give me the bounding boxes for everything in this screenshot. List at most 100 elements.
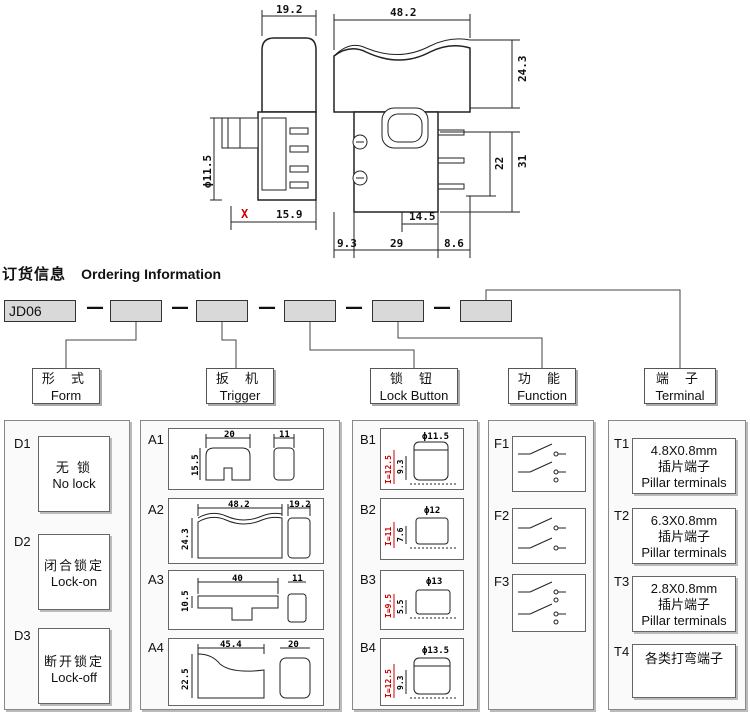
category-lock-en: Lock Button <box>379 388 449 403</box>
trigger-a4-code: A4 <box>148 640 164 655</box>
terminal-t2-line3: Pillar terminals <box>641 545 727 560</box>
trigger-a3-w: 40 <box>232 574 243 584</box>
category-terminal-cn: 端 子 <box>655 372 705 387</box>
lock-b4-code: B4 <box>360 640 376 655</box>
terminal-t3-card[interactable]: 2.8X0.8mm 插片端子 Pillar terminals <box>632 576 736 632</box>
form-d2-card[interactable]: 闭合锁定 Lock-on <box>38 534 110 610</box>
category-terminal-en: Terminal <box>655 388 705 403</box>
function-f2-diagram[interactable] <box>512 508 586 564</box>
lock-b2-h2: 7.6 <box>396 527 405 542</box>
function-f1-diagram[interactable] <box>512 436 586 492</box>
terminal-t3-line1: 2.8X0.8mm <box>650 581 718 596</box>
dim-8-6: 8.6 <box>444 237 464 250</box>
heading-en: Ordering Information <box>81 266 222 282</box>
terminal-t2-line2: 插片端子 <box>657 529 710 544</box>
lock-b1-h1: I=12.5 <box>384 455 393 484</box>
category-trigger: 扳 机 Trigger <box>206 368 274 404</box>
dim-29: 29 <box>390 237 403 250</box>
category-form: 形 式 Form <box>32 368 100 404</box>
code-dash-4: — <box>345 297 363 318</box>
terminal-t2-code: T2 <box>614 508 630 523</box>
function-f3-diagram[interactable] <box>512 574 586 632</box>
code-slot-terminal <box>460 300 512 322</box>
heading-cn: 订货信息 <box>2 265 67 283</box>
lock-b1-h2: 9.3 <box>396 459 405 474</box>
code-slot-trigger <box>196 300 248 322</box>
trigger-a1-h: 15.5 <box>191 454 201 476</box>
form-d3-card[interactable]: 断开锁定 Lock-off <box>38 628 110 704</box>
terminal-t4-card[interactable]: 各类打弯端子 <box>632 644 736 698</box>
ordering-heading: 订货信息 Ordering Information <box>2 263 221 284</box>
trigger-a1-w: 20 <box>224 430 235 440</box>
lock-b1-code: B1 <box>360 432 376 447</box>
lock-b3-code: B3 <box>360 572 376 587</box>
form-d2-code: D2 <box>14 534 31 549</box>
form-d2-cn: 闭合锁定 <box>43 559 104 574</box>
lock-b3-h2: 5.5 <box>396 599 405 614</box>
terminal-t4-code: T4 <box>614 644 630 659</box>
trigger-a4-h: 22.5 <box>181 668 191 690</box>
form-d1-en: No lock <box>52 476 96 491</box>
terminal-t3-code: T3 <box>614 574 630 589</box>
category-trigger-cn: 扳 机 <box>215 372 265 387</box>
trigger-a1-code: A1 <box>148 432 164 447</box>
model-code-box: JD06 <box>4 300 76 322</box>
dim-22: 22 <box>493 157 506 170</box>
trigger-a4-drawing[interactable]: 45.4 20 22.5 <box>168 638 324 706</box>
trigger-a1-w2: 11 <box>279 430 290 440</box>
lock-b3-d: ϕ13 <box>426 577 442 587</box>
lock-b1-drawing[interactable]: ϕ11.5 I=12.5 9.3 <box>380 428 464 490</box>
category-terminal: 端 子 Terminal <box>644 368 716 404</box>
terminal-t1-line1: 4.8X0.8mm <box>650 443 718 458</box>
form-d3-en: Lock-off <box>50 670 97 685</box>
function-f1-code: F1 <box>494 436 510 451</box>
code-slot-lock <box>284 300 336 322</box>
dim-14-5: 14.5 <box>409 210 436 223</box>
code-slot-form <box>110 300 162 322</box>
terminal-t1-code: T1 <box>614 436 630 451</box>
code-dash-1: — <box>86 297 104 318</box>
lock-b4-drawing[interactable]: ϕ13.5 I=12.5 9.3 <box>380 638 464 706</box>
code-dash-5: — <box>433 297 451 318</box>
trigger-a4-w: 45.4 <box>220 640 242 650</box>
lock-b4-h1: I=12.5 <box>384 669 393 698</box>
category-lock-button: 锁 钮 Lock Button <box>370 368 458 404</box>
form-d3-cn: 断开锁定 <box>43 655 104 670</box>
lock-b3-drawing[interactable]: ϕ13 I=9.5 5.5 <box>380 570 464 630</box>
form-d1-cn: 无 锁 <box>55 461 93 476</box>
trigger-a1-drawing[interactable]: 20 11 15.5 <box>168 428 324 490</box>
form-d1-card[interactable]: 无 锁 No lock <box>38 436 110 512</box>
function-f3-code: F3 <box>494 574 510 589</box>
terminal-t2-card[interactable]: 6.3X0.8mm 插片端子 Pillar terminals <box>632 508 736 564</box>
dim-diam-11-5: ϕ11.5 <box>201 155 214 188</box>
category-trigger-en: Trigger <box>219 388 261 403</box>
terminal-t3-line2: 插片端子 <box>657 597 710 612</box>
trigger-a2-drawing[interactable]: 48.2 19.2 24.3 <box>168 498 324 564</box>
trigger-a2-h: 24.3 <box>181 528 191 550</box>
lock-b1-d: ϕ11.5 <box>422 432 449 442</box>
dim-48-2: 48.2 <box>390 6 417 19</box>
form-d2-en: Lock-on <box>50 574 98 589</box>
form-d1-code: D1 <box>14 436 31 451</box>
category-form-cn: 形 式 <box>41 372 91 387</box>
terminal-t1-card[interactable]: 4.8X0.8mm 插片端子 Pillar terminals <box>632 438 736 494</box>
lock-b4-d: ϕ13.5 <box>422 646 449 656</box>
dim-19-2: 19.2 <box>276 3 303 16</box>
code-dash-3: — <box>258 297 276 318</box>
code-slot-function <box>372 300 424 322</box>
trigger-a2-w: 48.2 <box>228 500 250 510</box>
switch-technical-drawing: 19.2 48.2 24.3 31 22 ϕ11.5 15.9 14.5 9.3… <box>201 3 529 258</box>
form-d3-code: D3 <box>14 628 31 643</box>
trigger-a3-drawing[interactable]: 40 11 10.5 <box>168 570 324 630</box>
category-lock-cn: 锁 钮 <box>389 372 439 387</box>
trigger-a3-code: A3 <box>148 572 164 587</box>
lock-b3-h1: I=9.5 <box>384 594 393 618</box>
trigger-a2-code: A2 <box>148 502 164 517</box>
lock-b2-drawing[interactable]: ϕ12 I=11 7.6 <box>380 498 464 560</box>
trigger-a2-w2: 19.2 <box>289 500 311 510</box>
terminal-t4-line1: 各类打弯端子 <box>644 651 723 666</box>
function-f2-code: F2 <box>494 508 510 523</box>
dim-24-3: 24.3 <box>516 56 529 83</box>
dim-9-3: 9.3 <box>337 237 357 250</box>
